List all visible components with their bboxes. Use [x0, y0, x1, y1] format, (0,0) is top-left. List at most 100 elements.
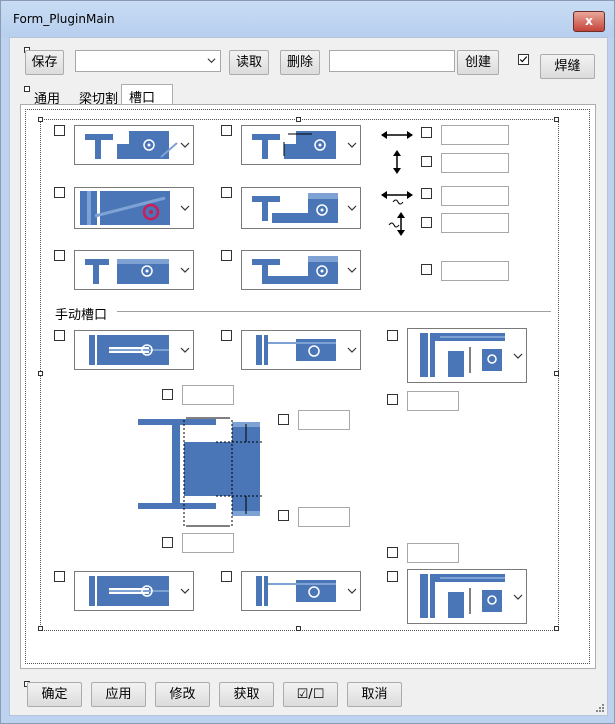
weld-checkbox[interactable] — [518, 54, 529, 65]
extra-gap-input[interactable] — [441, 261, 509, 281]
create-name-input[interactable] — [329, 50, 455, 72]
tab-notch[interactable]: 槽口 — [121, 84, 173, 106]
ok-button[interactable]: 确定 — [27, 682, 82, 707]
manual-option-1-checkbox[interactable] — [54, 330, 65, 341]
notch-tab-panel: 手动槽口 — [20, 104, 596, 669]
notch-type-2-select[interactable] — [241, 125, 361, 165]
chevron-down-icon — [180, 205, 190, 211]
notch-type-6-select[interactable] — [241, 250, 361, 290]
notch-type-4-select[interactable] — [241, 187, 361, 229]
chevron-down-icon — [347, 142, 357, 148]
horizontal-gap-input[interactable] — [441, 125, 509, 145]
notch-option-5-checkbox[interactable] — [54, 250, 65, 261]
close-button[interactable]: x — [573, 11, 605, 32]
toggle-all-button[interactable]: ☑/☐ — [283, 682, 338, 707]
resize-handle[interactable] — [554, 371, 559, 376]
resize-handle[interactable] — [296, 626, 301, 631]
manual-option-6-checkbox[interactable] — [387, 571, 398, 582]
manual-option-5-checkbox[interactable] — [221, 571, 232, 582]
notch-type-5-select[interactable] — [74, 250, 194, 290]
manual-option-4-checkbox[interactable] — [54, 571, 65, 582]
manual-option-2-checkbox[interactable] — [221, 330, 232, 341]
right-top-input[interactable] — [407, 391, 459, 411]
chevron-down-icon — [180, 142, 190, 148]
manual-notch-icon — [89, 335, 169, 365]
manual-notch-vertical-bottom-icon — [420, 574, 505, 618]
chevron-down-icon — [347, 267, 357, 273]
manual-type-5-select[interactable] — [241, 571, 361, 611]
tab-beam-cut[interactable]: 梁切割 — [79, 92, 119, 107]
right-bottom-checkbox[interactable] — [387, 547, 398, 558]
chevron-down-icon — [513, 594, 523, 600]
vertical-arrow-icon — [393, 150, 401, 174]
notch-step-icon — [252, 193, 338, 223]
notch-corner-icon — [85, 131, 178, 159]
get-button[interactable]: 获取 — [219, 682, 274, 707]
manual-option-3-checkbox[interactable] — [387, 330, 398, 341]
bottom-clearance-input[interactable] — [182, 533, 234, 553]
vertical-offset-input[interactable] — [441, 213, 509, 233]
manual-type-2-select[interactable] — [241, 330, 361, 370]
tab-marker-checkbox[interactable] — [24, 86, 30, 92]
notch-long-step-icon — [252, 256, 338, 284]
bottom-notch-depth-checkbox[interactable] — [278, 510, 289, 521]
tab-general[interactable]: 通用 — [34, 92, 61, 107]
horizontal-offset-input[interactable] — [441, 186, 509, 206]
top-clearance-input[interactable] — [182, 385, 234, 405]
notch-dimension-icon — [252, 131, 336, 159]
cancel-button[interactable]: 取消 — [347, 682, 402, 707]
top-notch-depth-checkbox[interactable] — [278, 414, 289, 425]
notch-option-6-checkbox[interactable] — [221, 250, 232, 261]
chevron-down-icon — [513, 353, 523, 359]
modify-button[interactable]: 修改 — [155, 682, 210, 707]
read-button[interactable]: 读取 — [229, 50, 269, 75]
preset-select[interactable] — [75, 50, 221, 72]
extra-gap-checkbox[interactable] — [421, 264, 432, 275]
manual-notch-line-bottom-icon — [256, 576, 336, 606]
create-button[interactable]: 创建 — [457, 50, 499, 75]
weld-button[interactable]: 焊缝 — [540, 54, 595, 79]
top-clearance-checkbox[interactable] — [162, 389, 173, 400]
resize-handle[interactable] — [38, 371, 43, 376]
manual-type-1-select[interactable] — [74, 330, 194, 370]
notch-option-4-checkbox[interactable] — [221, 187, 232, 198]
horizontal-gap-checkbox[interactable] — [421, 127, 432, 138]
notch-option-2-checkbox[interactable] — [221, 125, 232, 136]
notch-type-3-select[interactable] — [74, 187, 194, 229]
bottom-notch-depth-input[interactable] — [298, 507, 350, 527]
notch-option-3-checkbox[interactable] — [54, 187, 65, 198]
notch-option-1-checkbox[interactable] — [54, 125, 65, 136]
chevron-down-icon — [180, 588, 190, 594]
resize-handle[interactable] — [38, 626, 43, 631]
vertical-gap-input[interactable] — [441, 153, 509, 173]
resize-grip-icon[interactable] — [595, 703, 605, 713]
check-all-icon: ☑ — [296, 687, 309, 702]
save-button[interactable]: 保存 — [25, 50, 64, 75]
notch-rotate-icon — [80, 191, 170, 225]
notch-type-1-select[interactable] — [74, 125, 194, 165]
top-notch-depth-input[interactable] — [298, 410, 350, 430]
chevron-down-icon — [347, 205, 357, 211]
delete-button[interactable]: 删除 — [280, 50, 320, 75]
horizontal-offset-checkbox[interactable] — [421, 188, 432, 199]
manual-type-3-select[interactable] — [407, 328, 527, 383]
manual-type-4-select[interactable] — [74, 571, 194, 611]
apply-button[interactable]: 应用 — [91, 682, 146, 707]
chevron-down-icon — [347, 347, 357, 353]
section-divider — [117, 311, 551, 312]
resize-handle[interactable] — [38, 117, 43, 122]
right-top-checkbox[interactable] — [387, 394, 398, 405]
right-bottom-input[interactable] — [407, 543, 459, 563]
manual-type-6-select[interactable] — [407, 569, 527, 624]
chevron-down-icon — [180, 347, 190, 353]
bottom-clearance-checkbox[interactable] — [162, 537, 173, 548]
beam-section-diagram — [138, 417, 262, 528]
title-bar[interactable]: Form_PluginMain x — [1, 1, 614, 37]
manual-notch-line-icon — [256, 335, 336, 365]
resize-handle[interactable] — [296, 117, 301, 122]
resize-handle[interactable] — [554, 626, 559, 631]
vertical-offset-checkbox[interactable] — [421, 217, 432, 228]
uncheck-all-icon: ☐ — [312, 687, 325, 702]
resize-handle[interactable] — [554, 117, 559, 122]
vertical-gap-checkbox[interactable] — [421, 156, 432, 167]
